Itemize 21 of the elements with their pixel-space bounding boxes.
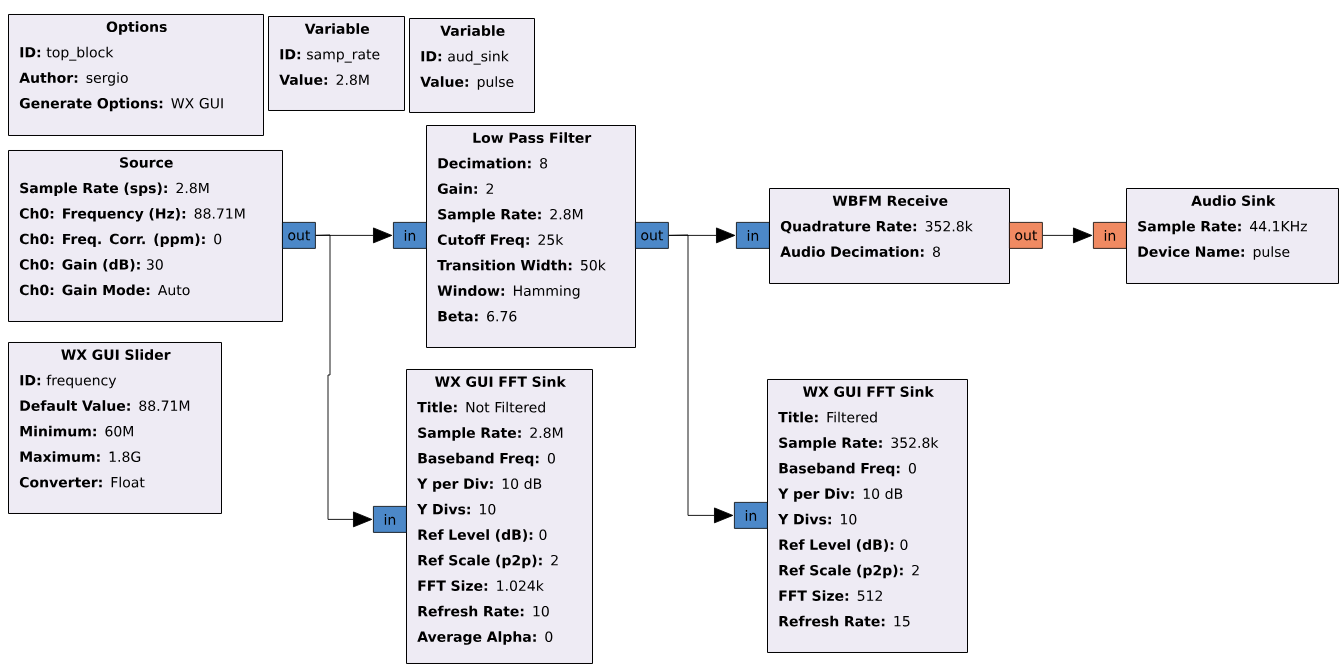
arrow [1042,227,1093,244]
block: Low Pass Filter Decimation: 8 Gain: 2 Sample Rate: 2.8M Cutoff Freq: 25k Transition Width: 50k Window: Hamming Beta: 6.76 [426,125,636,348]
port: out [282,222,316,249]
port: in [1093,222,1127,249]
block: WX GUI FFT Sink Title: Filtered Sample Rate: 352.8k Baseband Freq: 0 Y per Div: 10 dB Y Divs: 10 Ref Level (dB): 0 Ref Scale (p2p): 2 FFT Size: 512 Refresh Rate: 15 [767,379,968,653]
arrow [315,234,373,528]
block: Options ID: top_block Author: sergio Generate Options: WX GUI [8,14,264,136]
port: in [734,502,768,529]
port: out [635,222,669,249]
block: Source Sample Rate (sps): 2.8M Ch0: Frequency (Hz): 88.71M Ch0: Freq. Corr. (ppm): 0 Ch0: Gain (dB): 30 Ch0: Gain Mode: Auto [8,150,283,322]
block: WX GUI FFT Sink Title: Not Filtered Sample Rate: 2.8M Baseband Freq: 0 Y per Div: 10 dB Y Divs: 10 Ref Level (dB): 0 Ref Scale (p2p): 2 FFT Size: 1.024k Refresh Rate: 10 Average Alpha: 0 [406,369,593,664]
block: WBFM Receive Quadrature Rate: 352.8k Audio Decimation: 8 [769,188,1010,284]
block: Variable ID: samp_rate Value: 2.8M [268,16,405,111]
port: out [1009,222,1043,249]
port: in [393,222,427,249]
block: Variable ID: aud_sink Value: pulse [409,18,535,113]
block: WX GUI Slider ID: frequency Default Value: 88.71M Minimum: 60M Maximum: 1.8G Converter: Float [8,342,222,514]
arrow [668,234,734,524]
port: in [736,222,770,249]
block: Audio Sink Sample Rate: 44.1KHz Device Name: pulse [1126,188,1339,284]
port: in [373,506,407,533]
